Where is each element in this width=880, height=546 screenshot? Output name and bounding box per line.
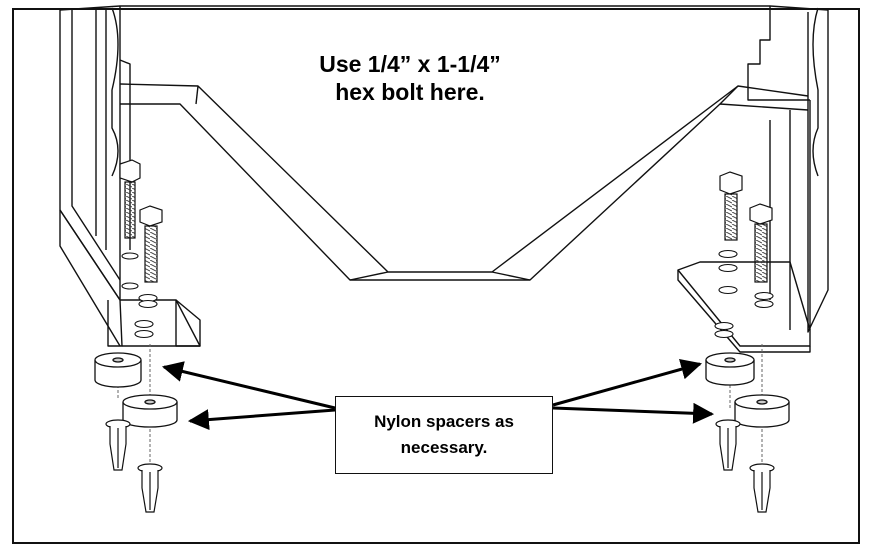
bolt-instruction-line1: Use 1/4” x 1-1/4” [319, 51, 501, 77]
right-upright [807, 10, 829, 333]
arrow-to-right-spacer-top [552, 358, 703, 407]
anchor-plug-icon [105, 419, 131, 471]
left-bolt-front [139, 205, 163, 283]
left-upright [59, 10, 121, 301]
anchors [105, 419, 775, 513]
bolt-instruction: Use 1/4” x 1-1/4” hex bolt here. [240, 50, 580, 106]
callout-line1: Nylon spacers as [374, 412, 514, 431]
arrow-to-left-spacer-top [161, 361, 336, 410]
right-bolt-back [719, 171, 743, 241]
tray-v-bottom [119, 83, 809, 273]
tray-top-edge [59, 5, 829, 11]
arrow-to-right-spacer-bottom [552, 402, 715, 424]
callout-line2: necessary. [400, 438, 488, 457]
arrow-to-left-spacer-bottom [187, 408, 336, 431]
nylon-spacer-icon [94, 352, 142, 388]
left-bolt-back [119, 159, 141, 239]
left-base-plate [59, 209, 123, 347]
spacer-callout-box: Nylon spacers as necessary. [335, 396, 553, 474]
right-bolt-front [749, 203, 773, 283]
bolt-instruction-line2: hex bolt here. [335, 79, 485, 105]
washer-icon [121, 252, 139, 260]
